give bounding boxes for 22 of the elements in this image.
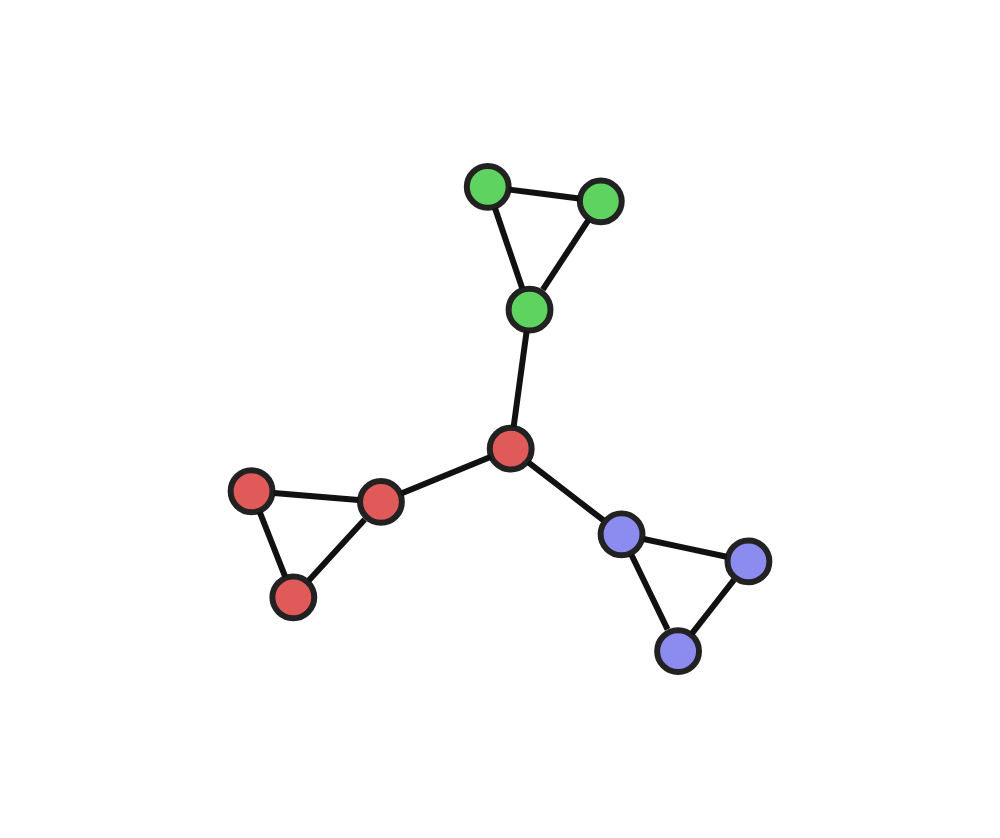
connector bbox=[256, 510, 289, 578]
node-circle bbox=[227, 467, 276, 516]
node-circle bbox=[486, 424, 535, 473]
connector bbox=[540, 218, 591, 292]
connector bbox=[273, 490, 359, 503]
connector bbox=[400, 453, 493, 497]
connector bbox=[643, 536, 728, 560]
node-circle bbox=[597, 510, 646, 559]
node-circle bbox=[576, 177, 625, 226]
node-circle bbox=[463, 162, 512, 211]
node-circle bbox=[724, 537, 773, 586]
node-circle bbox=[357, 477, 405, 526]
connector bbox=[689, 578, 737, 636]
connector bbox=[526, 459, 606, 523]
connector bbox=[306, 517, 367, 583]
connector bbox=[510, 330, 530, 428]
connector bbox=[628, 553, 671, 631]
node-circle bbox=[269, 573, 318, 622]
connector bbox=[509, 186, 580, 202]
connector bbox=[492, 207, 526, 290]
node-circle bbox=[654, 627, 702, 676]
node-circle bbox=[505, 285, 554, 334]
